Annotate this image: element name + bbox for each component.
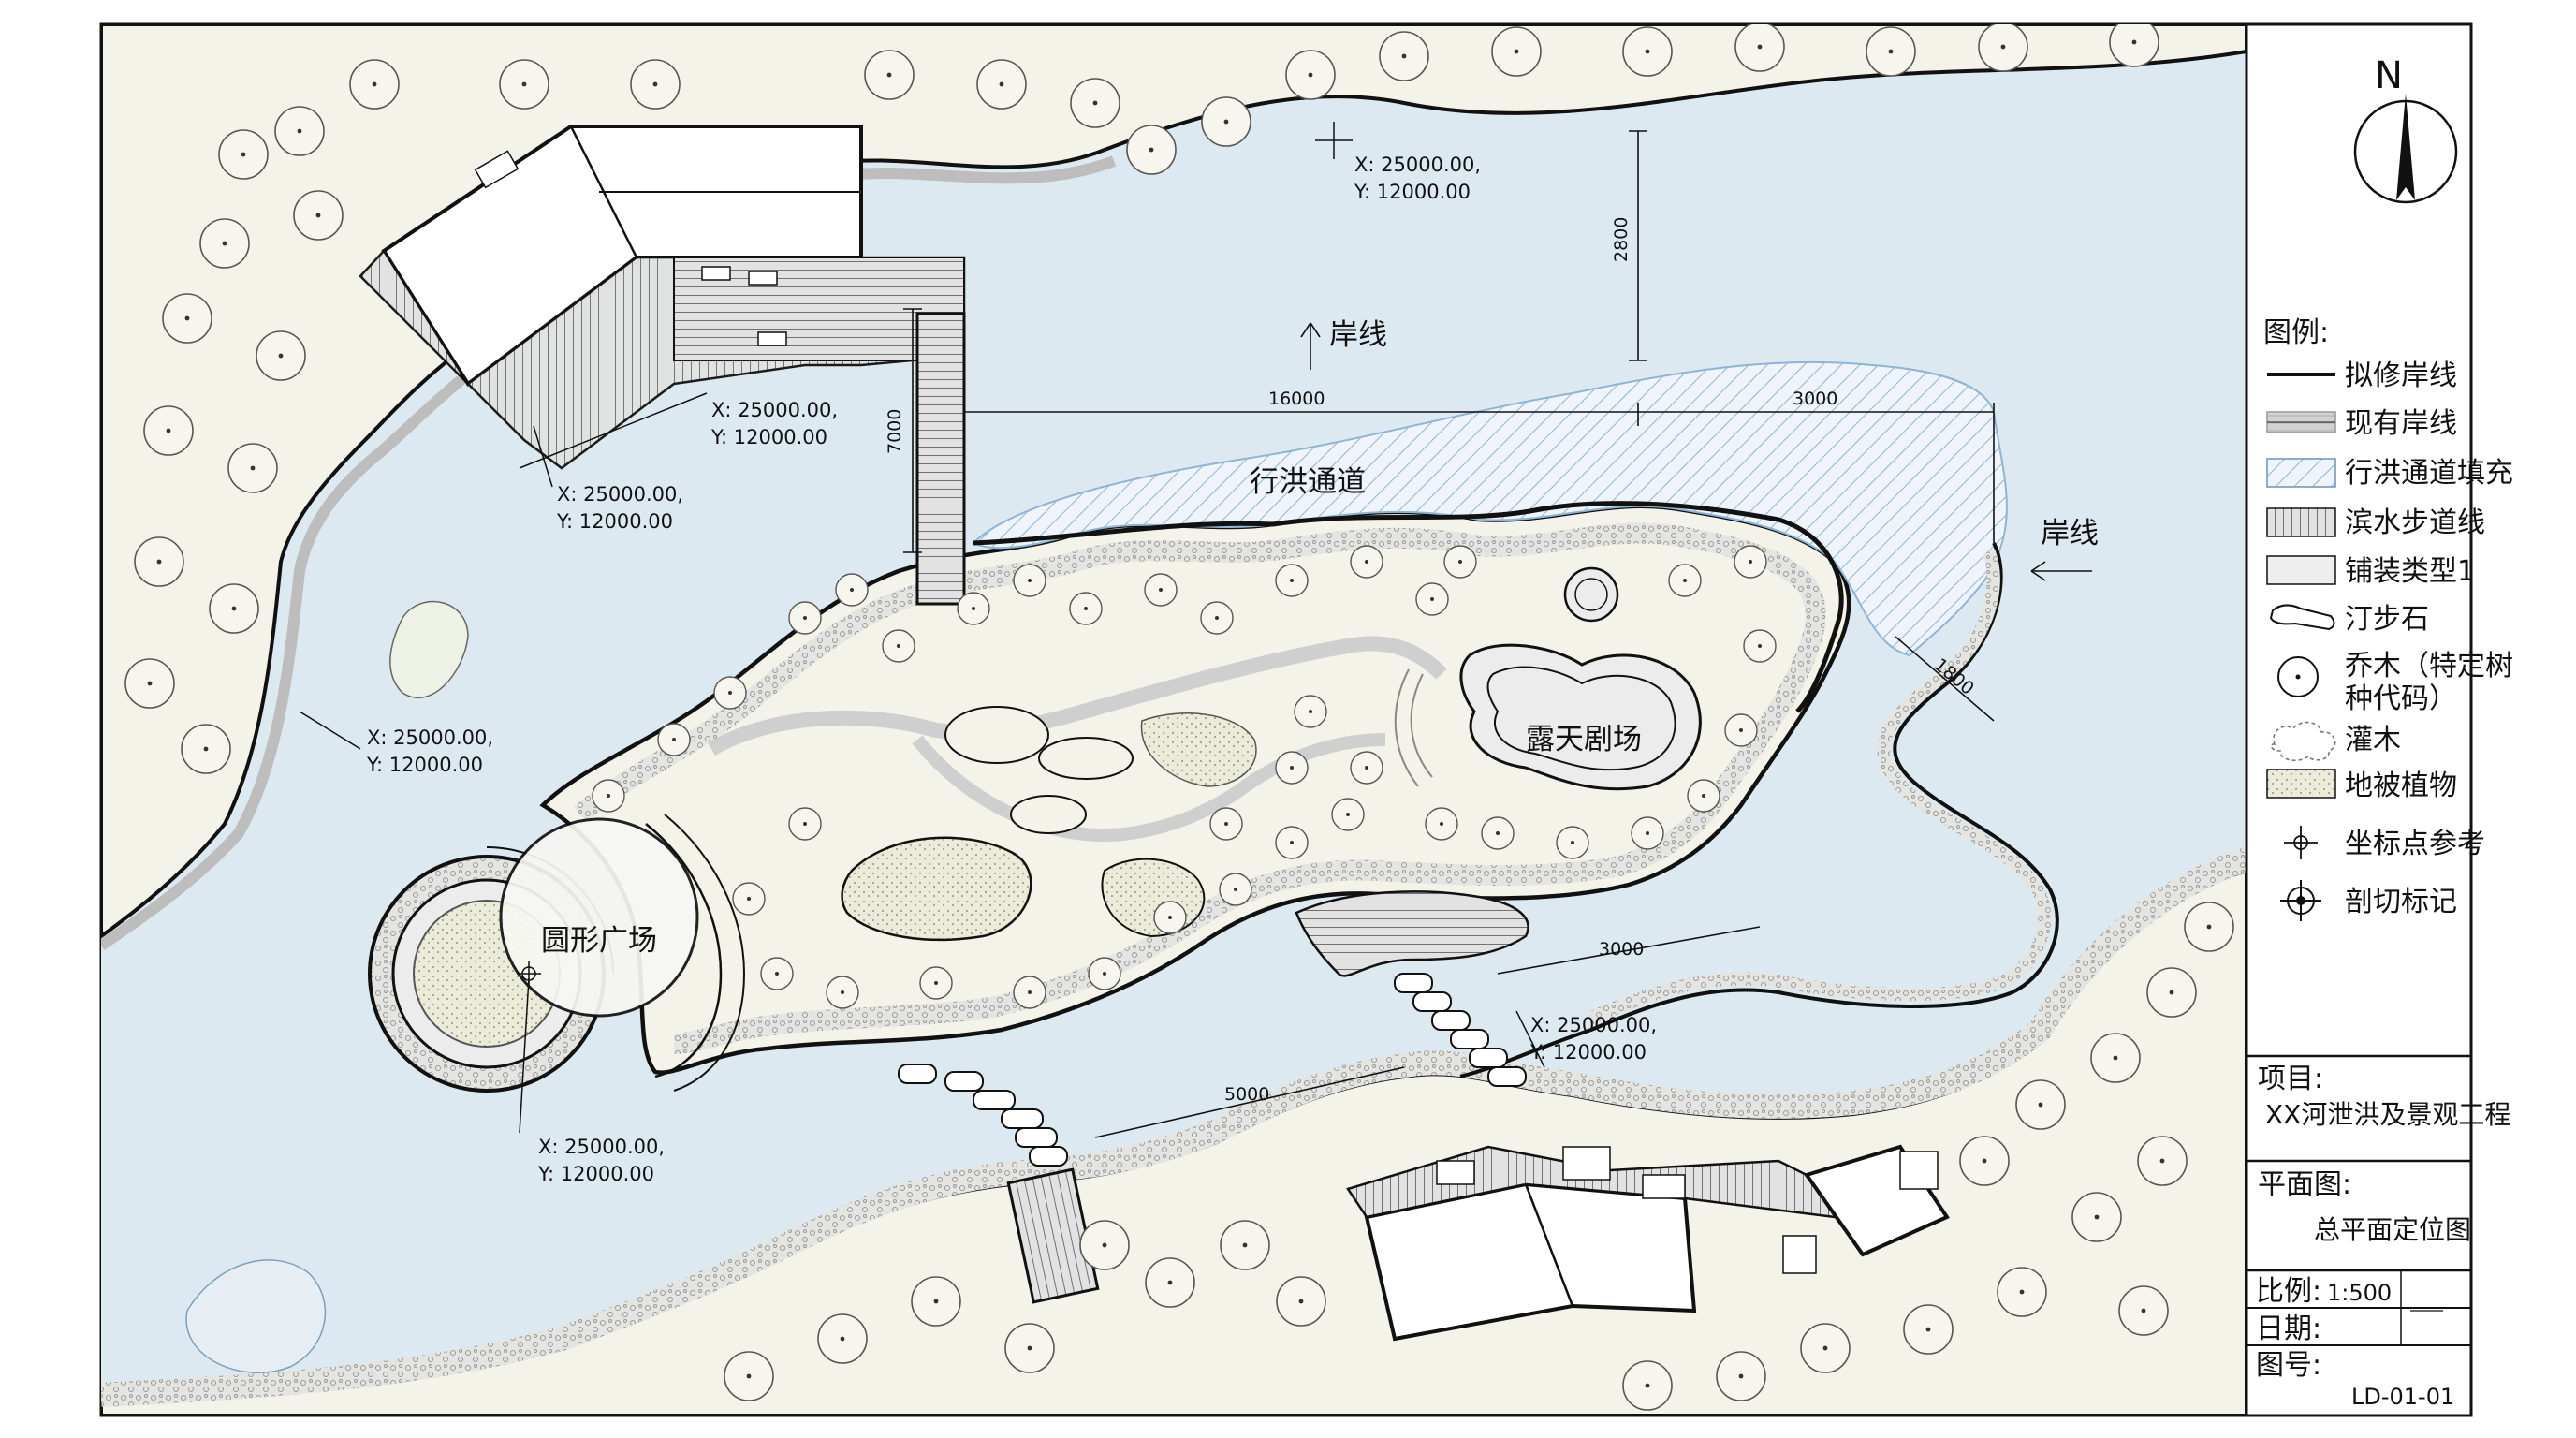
coordinate-label-x: X: 25000.00, bbox=[711, 399, 838, 421]
coordinate-label-y: Y: 12000.00 bbox=[537, 1163, 654, 1185]
north-building bbox=[359, 125, 966, 470]
south-walkway-band bbox=[101, 847, 2247, 1407]
crosshair-icon bbox=[2284, 826, 2318, 859]
legend-label: 汀步石 bbox=[2345, 603, 2429, 636]
drawing-number: LD-01-01 bbox=[2351, 1384, 2454, 1410]
dimension-label: 16000 bbox=[1268, 389, 1325, 409]
coordinate-label-y: Y: 12000.00 bbox=[710, 426, 827, 448]
tree-center-icon bbox=[2295, 674, 2301, 680]
legend-item: 乔木（特定树 种代码） bbox=[2277, 650, 2513, 715]
outdoor-theater bbox=[1394, 566, 1702, 791]
dimension-label: 7000 bbox=[885, 409, 905, 454]
project-name: XX河泄洪及景观工程 bbox=[2265, 1099, 2510, 1130]
south-bridge bbox=[1006, 1167, 1100, 1304]
legend-label: 拟修岸线 bbox=[2345, 360, 2457, 392]
scale-label: 比例: bbox=[2256, 1275, 2321, 1308]
legend-label: 行洪通道填充 bbox=[2345, 457, 2513, 490]
coordinate-label-y: Y: 12000.00 bbox=[1354, 181, 1471, 203]
shoreline-label-right: 岸线 bbox=[2041, 517, 2099, 550]
theater-label: 露天剧场 bbox=[1526, 723, 1642, 756]
project-label: 项目: bbox=[2258, 1063, 2323, 1095]
legend-item: 现有岸线 bbox=[2266, 407, 2457, 440]
legend-label: 灌木 bbox=[2345, 724, 2401, 756]
legend-title: 图例: bbox=[2263, 316, 2329, 349]
island-path bbox=[708, 636, 1447, 756]
flood-channel-hatch-icon bbox=[2266, 458, 2336, 488]
north-pier bbox=[915, 312, 966, 606]
legend-label: 地被植物 bbox=[2345, 770, 2457, 802]
north-arrow-icon bbox=[2396, 94, 2415, 200]
legend-label: 滨水步道线 bbox=[2345, 506, 2485, 539]
flood-channel-label: 行洪通道 bbox=[1250, 465, 1366, 499]
stepping-stone-icon bbox=[2269, 604, 2335, 631]
map-area: 行洪通道 露天剧场 圆形广场 岸线 岸线 X: 25000.00, Y: 120… bbox=[101, 24, 2247, 1416]
legend-item: 拟修岸线 bbox=[2267, 360, 2457, 392]
legend-label: 种代码） bbox=[2345, 682, 2457, 715]
shrub-icon bbox=[2270, 721, 2336, 762]
legend-item: 铺装类型1 bbox=[2266, 555, 2475, 588]
legend-label: 铺装类型1 bbox=[2345, 555, 2475, 588]
south-amphitheater-steps bbox=[1295, 890, 1530, 977]
north-arrow: N bbox=[2353, 54, 2458, 204]
coordinate-label-y: Y: 12000.00 bbox=[556, 510, 673, 533]
coordinate-label-x: X: 25000.00, bbox=[367, 726, 493, 749]
plaza-label: 圆形广场 bbox=[541, 924, 657, 958]
coordinate-label-x: X: 25000.00, bbox=[1354, 154, 1481, 176]
dimension-label: 3000 bbox=[1599, 939, 1644, 960]
legend-item: 坐标点参考 bbox=[2284, 826, 2485, 860]
legend-item: 滨水步道线 bbox=[2266, 506, 2485, 539]
legend-label: 现有岸线 bbox=[2345, 407, 2457, 440]
lower-left-islet bbox=[185, 1259, 327, 1374]
dimension-label: 2800 bbox=[1611, 217, 1632, 262]
legend-item: 灌木 bbox=[2270, 721, 2401, 762]
oval-planters bbox=[841, 706, 1257, 942]
drawing-number-label: 图号: bbox=[2256, 1349, 2321, 1382]
legend-item: 地被植物 bbox=[2266, 769, 2457, 802]
coordinate-label-y: Y: 12000.00 bbox=[366, 754, 483, 776]
coordinate-label-x: X: 25000.00, bbox=[538, 1136, 665, 1158]
island-path-2 bbox=[912, 733, 1386, 842]
dimension-label: 5000 bbox=[1224, 1084, 1269, 1105]
stepping-stones bbox=[898, 973, 1527, 1167]
title-block: 项目: XX河泄洪及景观工程 平面图: 总平面定位图 比例: 1:500 日期:… bbox=[2247, 1054, 2510, 1410]
plan-label: 平面图: bbox=[2258, 1168, 2351, 1201]
left-islet bbox=[389, 600, 469, 699]
scale-value: 1:500 bbox=[2327, 1280, 2392, 1306]
legend-item: 行洪通道填充 bbox=[2266, 457, 2513, 490]
proposed-shoreline-right bbox=[1459, 542, 2059, 1078]
coordinate-label-y: Y: 12000.00 bbox=[1530, 1041, 1647, 1064]
right-waterfront-band bbox=[1587, 550, 2052, 1025]
legend-item: 汀步石 bbox=[2269, 603, 2429, 636]
coordinate-label-x: X: 25000.00, bbox=[1530, 1014, 1657, 1036]
paving-type-icon bbox=[2266, 555, 2336, 585]
shoreline-label-top: 岸线 bbox=[1329, 318, 1387, 352]
dimension-label: 3000 bbox=[1793, 389, 1837, 409]
south-building bbox=[1346, 1144, 1950, 1342]
circular-plaza bbox=[368, 814, 746, 1093]
coordinate-label-x: X: 25000.00, bbox=[557, 483, 683, 506]
groundcover-icon bbox=[2266, 769, 2336, 799]
proposed-shoreline-island bbox=[973, 501, 1844, 713]
coordinate-markers bbox=[299, 122, 1545, 1134]
section-marker-icon bbox=[2280, 880, 2321, 921]
legend-label: 乔木（特定树 bbox=[2345, 650, 2513, 682]
legend-label: 剖切标记 bbox=[2345, 886, 2457, 918]
legend-label: 坐标点参考 bbox=[2345, 828, 2485, 860]
plan-name: 总平面定位图 bbox=[2314, 1214, 2471, 1245]
waterfront-walkway-icon bbox=[2266, 507, 2336, 537]
legend-item: 剖切标记 bbox=[2280, 880, 2457, 921]
north-arrow-label: N bbox=[2375, 54, 2403, 97]
date-label: 日期: bbox=[2256, 1313, 2321, 1345]
legend: 拟修岸线 现有岸线 行洪通道填充 滨水步道线 铺装类型1 汀步石 乔木（特定树 … bbox=[2266, 360, 2513, 921]
dimension-lines bbox=[903, 130, 2092, 1138]
